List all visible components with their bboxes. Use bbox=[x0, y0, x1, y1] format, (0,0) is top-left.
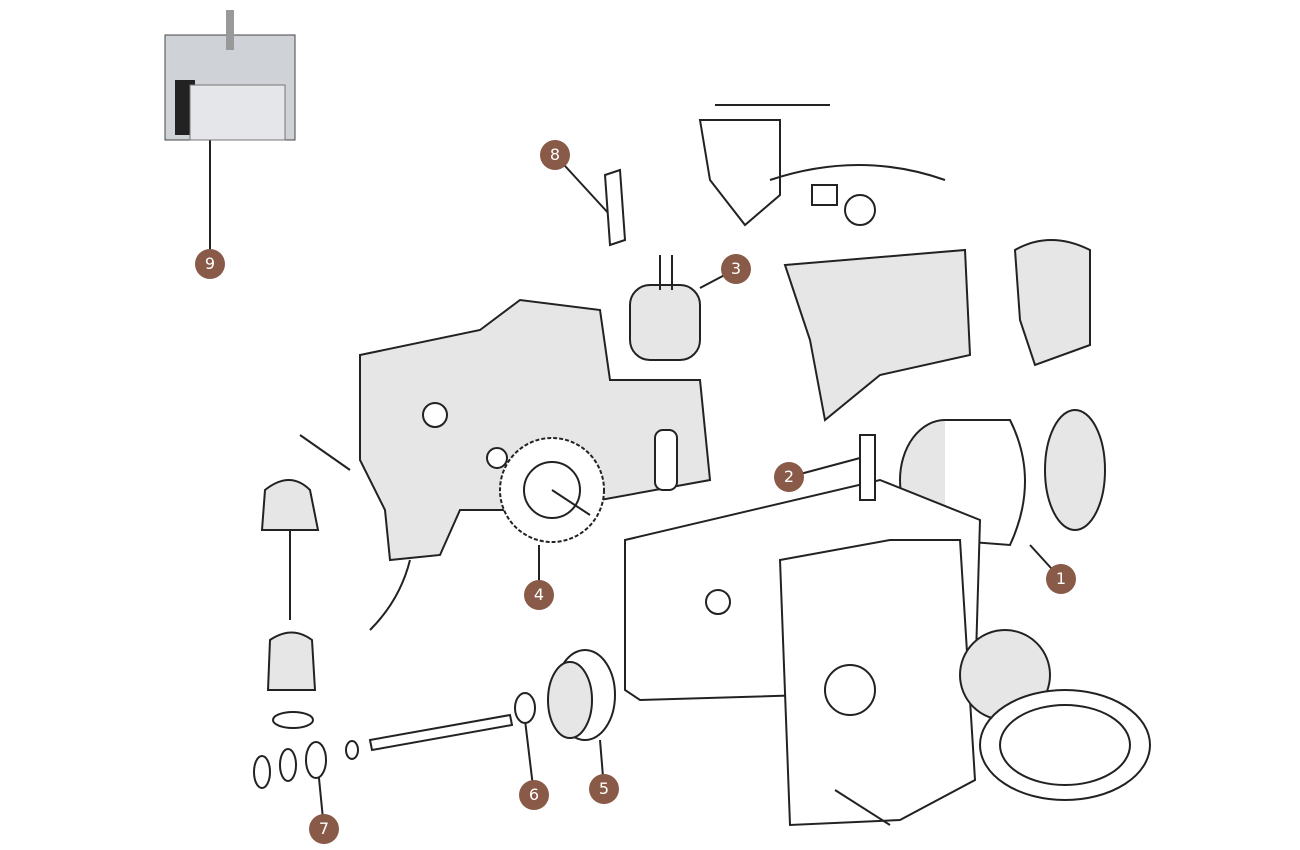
switch-unit-image bbox=[164, 10, 296, 141]
callout-6[interactable]: 6 bbox=[519, 780, 549, 810]
callout-9[interactable]: 9 bbox=[195, 249, 225, 279]
drum bbox=[547, 649, 616, 741]
cover-plate bbox=[783, 248, 972, 422]
callout-3[interactable]: 3 bbox=[721, 254, 751, 284]
callout-8[interactable]: 8 bbox=[540, 140, 570, 170]
mounting-plate bbox=[624, 478, 982, 827]
hand-guard bbox=[1013, 239, 1091, 367]
bolt bbox=[834, 789, 891, 826]
bracket-parts bbox=[603, 104, 946, 247]
callout-7[interactable]: 7 bbox=[309, 814, 339, 844]
gearbox-housing bbox=[359, 298, 712, 562]
callout-4[interactable]: 4 bbox=[524, 580, 554, 610]
callout-1[interactable]: 1 bbox=[1046, 564, 1076, 594]
worm-shaft bbox=[253, 692, 536, 789]
callout-5[interactable]: 5 bbox=[589, 774, 619, 804]
rubber-mounts bbox=[260, 434, 411, 729]
solenoid bbox=[629, 255, 701, 491]
chain bbox=[859, 434, 876, 501]
pulley-belt bbox=[959, 629, 1151, 801]
callout-2[interactable]: 2 bbox=[774, 462, 804, 492]
gear-wheel bbox=[499, 437, 605, 543]
